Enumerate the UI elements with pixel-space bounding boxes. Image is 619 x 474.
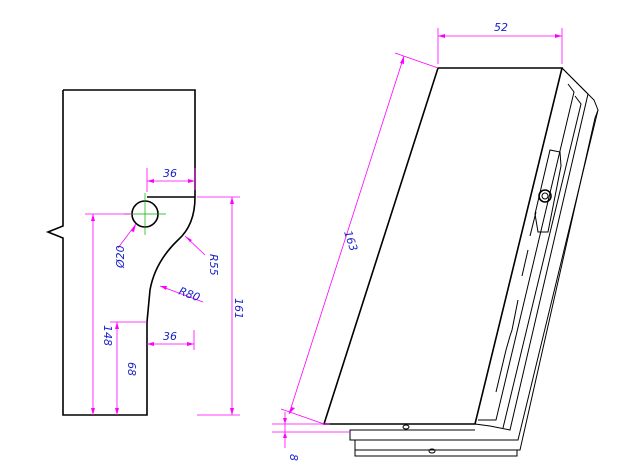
- dim-arrow: [160, 286, 167, 290]
- plate-layer-2: [349, 73, 599, 441]
- right-view: 52 163 8: [272, 21, 599, 461]
- dim-36-neck-label: 36: [163, 330, 177, 343]
- dim-161-label: 161: [232, 298, 245, 319]
- screw-hole: [402, 424, 410, 430]
- dim-arrow: [188, 179, 195, 183]
- dim-arrow: [147, 179, 154, 183]
- dim-163-ext-top: [394, 52, 439, 69]
- screw-hole: [428, 448, 436, 454]
- dim-arrow: [147, 342, 154, 346]
- dim-arrow: [185, 236, 192, 242]
- dim-dia-label: Ø20: [114, 245, 127, 269]
- dim-36-top-label: 36: [163, 167, 177, 180]
- dim-163-line: [288, 55, 405, 415]
- dim-52-label: 52: [494, 21, 508, 34]
- left-view: 36 Ø20 R55 R80 36 161 148: [45, 89, 245, 416]
- dim-arrow: [400, 56, 404, 64]
- dim-arrow: [555, 34, 562, 38]
- plate-layer-3: [354, 109, 599, 451]
- dim-arrow: [438, 34, 445, 38]
- dim-163-ext-bottom: [280, 408, 325, 425]
- plate-layer-1: [474, 67, 589, 431]
- dim-arrow: [230, 408, 234, 415]
- dim-arrow: [283, 418, 287, 424]
- dim-arrow: [289, 407, 295, 414]
- side-knob: [538, 189, 552, 203]
- dim-arrow: [91, 408, 95, 415]
- dim-arrow: [91, 214, 95, 221]
- plate-slot: [534, 149, 562, 233]
- left-part-outline: [45, 89, 196, 416]
- dim-arrow: [230, 197, 234, 204]
- dim-68-label: 68: [125, 362, 138, 376]
- dim-r80-leader: [159, 285, 204, 303]
- side-knob-inner: [541, 192, 549, 200]
- plate-inner-rail: [478, 83, 582, 429]
- dim-dia-leader: [117, 223, 137, 249]
- plate-groove: [495, 211, 537, 393]
- dim-148-label: 148: [101, 325, 114, 346]
- dim-arrow: [187, 342, 194, 346]
- dim-r55-label: R55: [207, 254, 220, 276]
- dim-arrow: [115, 322, 119, 329]
- dim-arrow: [131, 224, 136, 232]
- dim-arrow: [283, 432, 287, 438]
- dim-163-label: 163: [341, 229, 360, 253]
- base-plate: [354, 449, 518, 457]
- dim-arrow: [115, 408, 119, 415]
- dim-r80-label: R80: [177, 285, 202, 305]
- dim-8-label: 8: [287, 454, 300, 461]
